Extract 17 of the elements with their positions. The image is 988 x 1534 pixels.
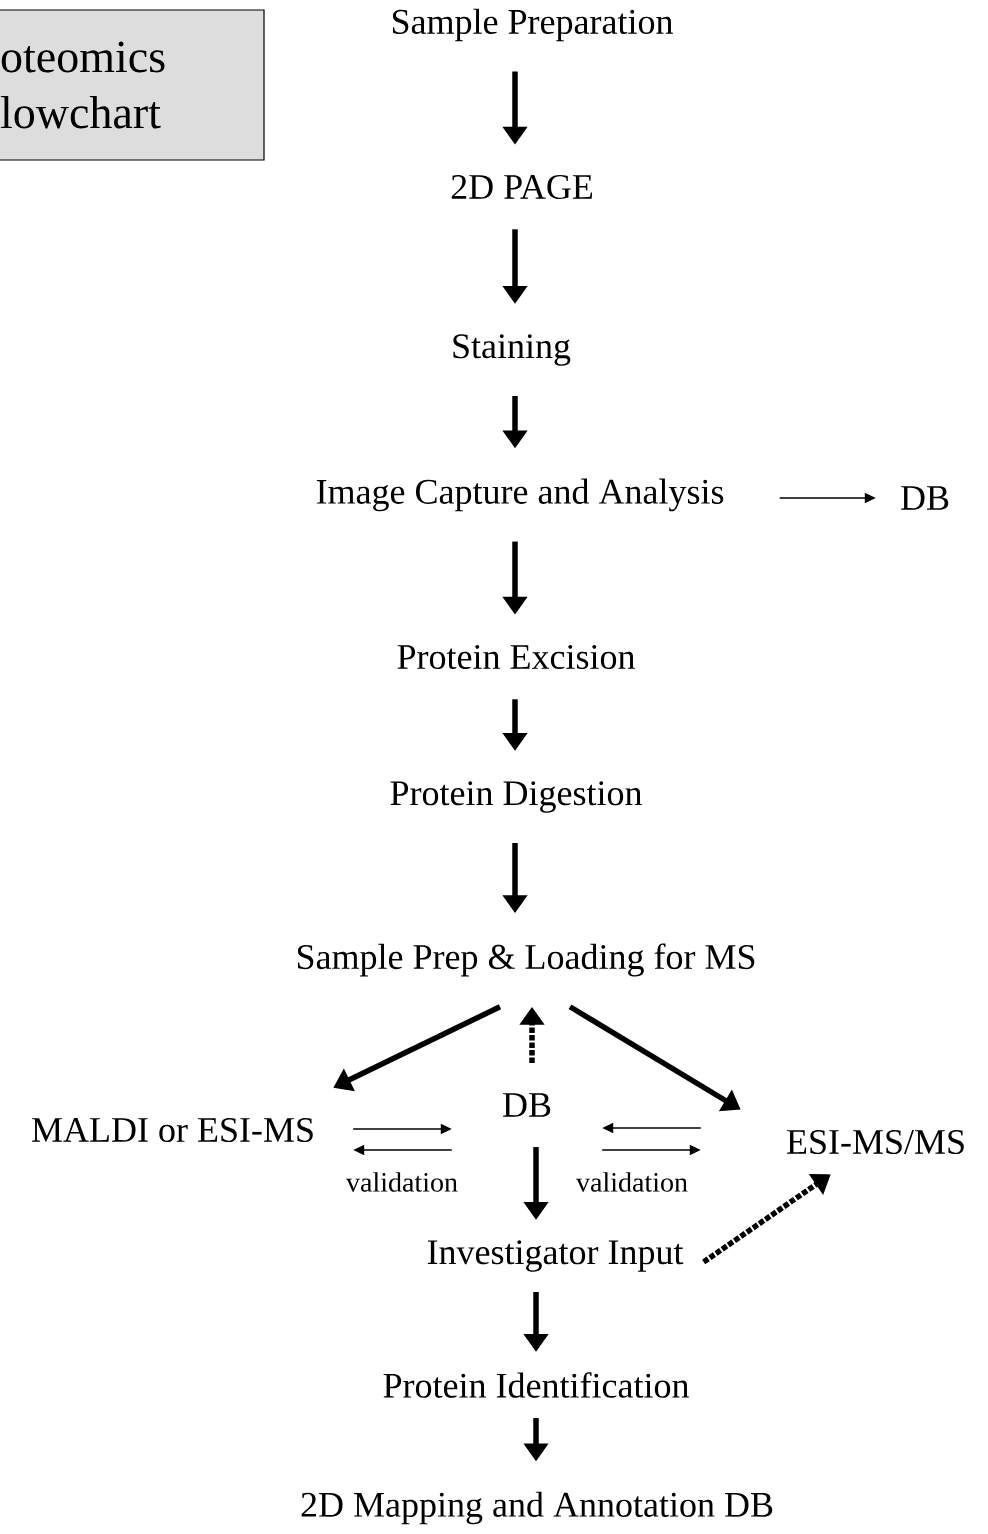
step-label: DB [503, 1093, 551, 1117]
step-label: Sample Preparation [392, 8, 673, 42]
step-label: Sample Prep & Loading for MS [297, 943, 755, 977]
step-label: 2D PAGE [451, 174, 593, 200]
step-label: MALDI or ESI-MS [32, 1117, 313, 1143]
title-box: oteomics lowchart [0, 9, 265, 161]
edge-label: validation [345, 1171, 459, 1193]
step-label: Protein Digestion [390, 781, 642, 813]
step-label: Protein Identification [383, 1372, 689, 1398]
edge-label: validation [575, 1171, 689, 1193]
step-label: Staining [453, 334, 571, 366]
step-label: DB [901, 486, 949, 510]
step-label: ESI-MS/MS [787, 1129, 964, 1155]
step-label: 2D Mapping and Annotation DB [301, 1491, 773, 1525]
step-label: Investigator Input [427, 1240, 684, 1272]
step-label: Protein Excision [397, 644, 635, 670]
step-label: Image Capture and Analysis [316, 478, 724, 512]
